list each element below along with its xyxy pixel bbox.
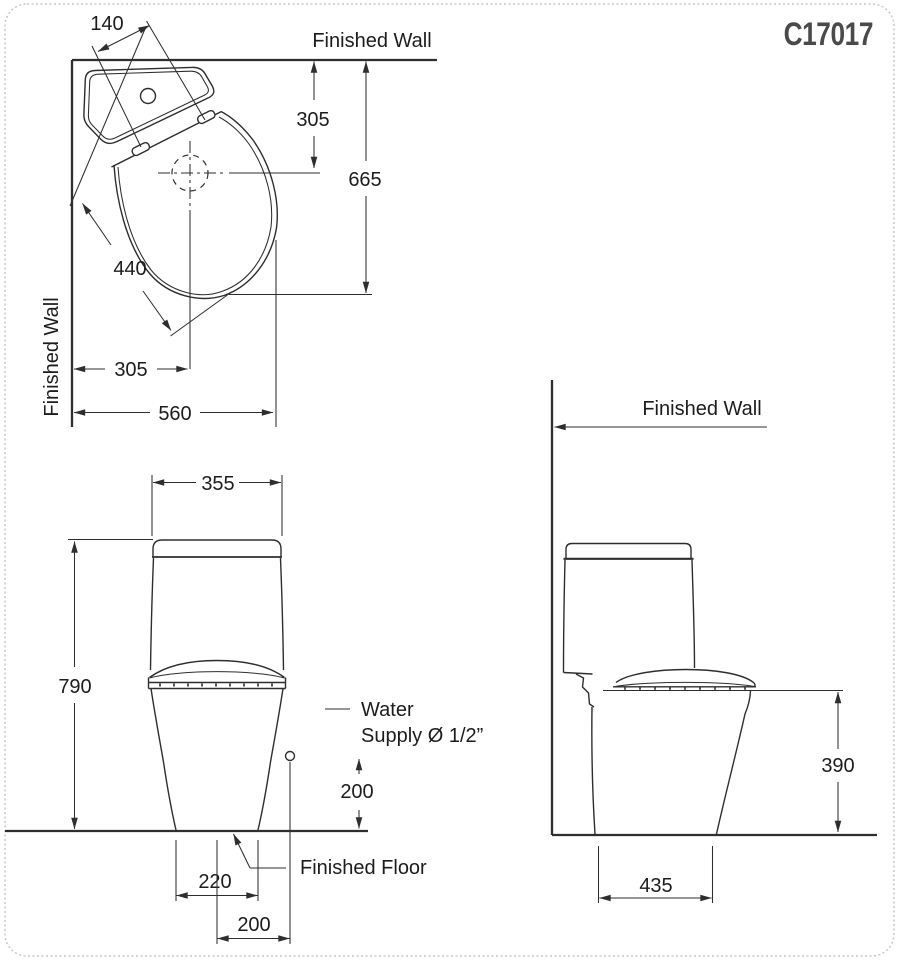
front-seat-hatch-ticks xyxy=(159,683,273,687)
side-flush-valve-bracket xyxy=(575,673,595,708)
front-pedestal-right xyxy=(257,688,284,831)
dim-200h-text: 200 xyxy=(237,914,270,936)
dim-140-text: 140 xyxy=(90,13,123,35)
plan-hinge-left xyxy=(131,141,151,157)
model-number-group: C17017 xyxy=(784,18,874,53)
dim-220-text: 220 xyxy=(198,871,231,893)
dim-305b-text: 305 xyxy=(114,359,147,381)
dim-440-line-a xyxy=(82,203,112,246)
dim-305-text: 305 xyxy=(296,109,329,131)
side-tank-bottom xyxy=(563,671,593,675)
front-tank-lid xyxy=(152,539,282,557)
front-lid-dome xyxy=(149,659,285,679)
side-tank-lid xyxy=(565,542,692,558)
dim-440-ext-front xyxy=(170,291,232,337)
plan-finished-wall-left-label: Finished Wall xyxy=(41,297,63,416)
dim-665-text: 665 xyxy=(348,169,381,191)
side-lid-edge xyxy=(614,681,755,688)
dim-560-text: 560 xyxy=(158,403,191,425)
plan-lid-inner-line xyxy=(117,116,273,296)
dim-440-text: 440 xyxy=(113,258,146,280)
side-seat-hatch-ticks xyxy=(624,687,746,690)
side-tank-back-side xyxy=(562,559,566,673)
front-lid-edge xyxy=(149,671,285,679)
side-bowl-front xyxy=(715,690,752,835)
model-number: C17017 xyxy=(784,18,873,53)
dim-440-line-b xyxy=(142,290,172,331)
dim-390-text: 390 xyxy=(821,755,854,777)
side-view: Finished Wall 390 435 xyxy=(550,380,877,903)
water-supply-label-line2: Supply Ø 1/2” xyxy=(361,725,483,747)
side-bowl-rear xyxy=(591,706,596,835)
plan-finished-wall-top-label: Finished Wall xyxy=(312,30,431,52)
dim-440-ext-rear xyxy=(69,26,147,207)
dim-200v-text: 200 xyxy=(340,781,373,803)
plan-flush-button-icon xyxy=(139,87,157,105)
plan-tank-outline xyxy=(83,66,215,145)
front-tank-left-side xyxy=(149,557,155,671)
side-finished-wall-label: Finished Wall xyxy=(642,398,761,420)
dim-355-text: 355 xyxy=(201,473,234,495)
plan-view: Finished Wall Finished Wall 140 xyxy=(41,13,437,427)
dim-790-text: 790 xyxy=(58,676,91,698)
front-view: 355 790 Water xyxy=(5,473,483,944)
finished-floor-leader-arrow xyxy=(233,833,251,869)
page-border xyxy=(4,3,895,957)
dim-140-line xyxy=(97,25,150,52)
dim-435-text: 435 xyxy=(639,875,672,897)
plan-seat-outline xyxy=(113,110,278,300)
side-tank-front-side xyxy=(691,559,696,669)
water-supply-label-line1: Water xyxy=(361,699,414,721)
dim-140-ext-right xyxy=(146,20,206,121)
side-lid-dome xyxy=(615,668,756,687)
water-supply-point-icon xyxy=(284,750,296,762)
plan-hinge-right xyxy=(196,109,216,125)
front-pedestal-left xyxy=(150,688,177,831)
front-tank-right-side xyxy=(279,557,285,671)
plan-tank-inner-line xyxy=(87,70,209,140)
finished-floor-label: Finished Floor xyxy=(300,857,427,879)
